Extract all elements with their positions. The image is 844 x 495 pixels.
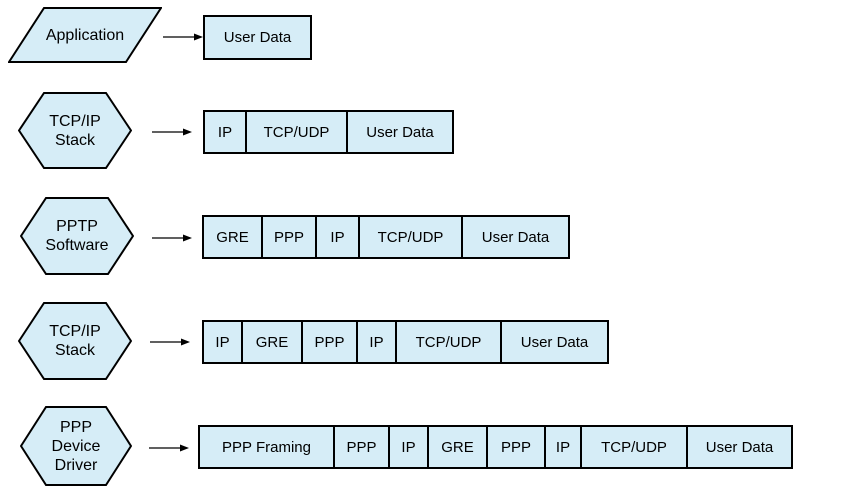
stage-label-line: TCP/IP: [49, 112, 101, 130]
packet-cell-ppp-framing: PPP Framing: [198, 425, 335, 469]
packet-strip: User Data: [203, 15, 312, 60]
packet-cell-gre: GRE: [241, 320, 303, 364]
parallelogram-outline-icon: [8, 7, 162, 63]
hexagon-outline-icon: [20, 406, 132, 486]
packet-cell-tcp-udp: TCP/UDP: [580, 425, 688, 469]
arrow-icon: [151, 231, 193, 249]
stage-label: TCP/IP Stack: [18, 302, 132, 380]
packet-strip: IP GRE PPP IP TCP/UDP User Data: [202, 320, 609, 364]
stage-label-line: PPTP: [56, 218, 98, 235]
hexagon-outline-icon: [20, 197, 134, 275]
arrow-icon: [148, 441, 190, 459]
packet-cell-ppp: PPP: [486, 425, 546, 469]
packet-cell-ip: IP: [544, 425, 582, 469]
stage-shape-ppp-device-driver: PPP Device Driver: [20, 406, 132, 486]
stage-label-line: Software: [45, 237, 109, 254]
packet-strip: PPP Framing PPP IP GRE PPP IP TCP/UDP Us…: [198, 425, 793, 469]
arrow-icon: [149, 335, 191, 353]
stage-label: Application: [8, 7, 162, 63]
packet-cell-ip: IP: [356, 320, 397, 364]
stage-shape-application: Application: [8, 7, 162, 63]
packet-cell-user-data: User Data: [346, 110, 454, 154]
packet-cell-user-data: User Data: [203, 15, 312, 60]
stage-label-line: PPP: [59, 418, 92, 436]
stage-label-line: Stack: [54, 342, 95, 359]
stage-label: TCP/IP Stack: [18, 92, 132, 169]
hexagon-outline-icon: [18, 92, 132, 169]
arrow-icon: [162, 30, 204, 48]
arrow-icon: [151, 125, 193, 143]
packet-cell-gre: GRE: [427, 425, 488, 469]
stage-label-line: Device: [51, 437, 101, 455]
stage-shape-tcpip-stack: TCP/IP Stack: [18, 302, 132, 380]
packet-cell-user-data: User Data: [461, 215, 570, 259]
stage-label: PPP Device Driver: [20, 406, 132, 486]
packet-strip: GRE PPP IP TCP/UDP User Data: [202, 215, 570, 259]
packet-strip: IP TCP/UDP User Data: [203, 110, 454, 154]
packet-cell-gre: GRE: [202, 215, 263, 259]
packet-cell-user-data: User Data: [500, 320, 609, 364]
packet-cell-ppp: PPP: [301, 320, 358, 364]
packet-cell-ip: IP: [315, 215, 360, 259]
stage-label-line: Driver: [54, 456, 98, 474]
packet-cell-ip: IP: [203, 110, 247, 154]
packet-cell-tcp-udp: TCP/UDP: [245, 110, 348, 154]
stage-label: PPTP Software: [20, 197, 134, 275]
stage-shape-pptp-software: PPTP Software: [20, 197, 134, 275]
stage-shape-tcpip-stack: TCP/IP Stack: [18, 92, 132, 169]
packet-cell-ppp: PPP: [261, 215, 317, 259]
stage-label-line: Application: [45, 26, 125, 44]
packet-cell-tcp-udp: TCP/UDP: [395, 320, 502, 364]
packet-cell-ip: IP: [202, 320, 243, 364]
packet-cell-tcp-udp: TCP/UDP: [358, 215, 463, 259]
stage-label-line: Stack: [54, 131, 95, 149]
packet-cell-ip: IP: [388, 425, 429, 469]
packet-cell-user-data: User Data: [686, 425, 793, 469]
hexagon-outline-icon: [18, 302, 132, 380]
packet-cell-ppp: PPP: [333, 425, 390, 469]
stage-label-line: TCP/IP: [49, 323, 101, 340]
